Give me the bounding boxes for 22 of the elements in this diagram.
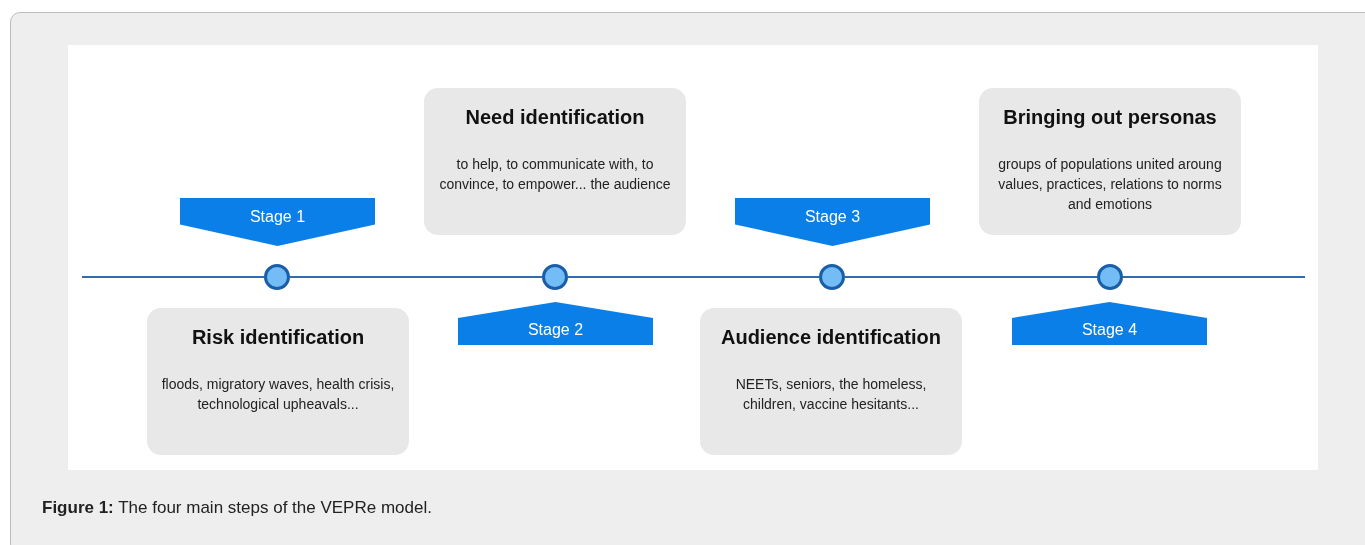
timeline-line [567, 276, 820, 278]
timeline-line [844, 276, 1098, 278]
card-heading: Risk identification [190, 326, 366, 349]
timeline-line [1122, 276, 1306, 278]
down-pointing-tag [180, 198, 375, 246]
up-pointing-tag [1012, 302, 1207, 345]
card-heading: Audience identification [720, 326, 942, 349]
stage-label: Stage 2 [526, 320, 585, 339]
card-description: groups of populations united aroung values, practices, relations to norms and emotions [997, 155, 1223, 214]
stage-label: Stage 1 [248, 208, 307, 226]
timeline-line [81, 276, 265, 278]
stage-label: Stage 3 [803, 208, 862, 226]
figure-caption: Figure 1: The four main steps of the VEPRe model. [42, 498, 432, 518]
card-description: to help, to communicate with, to convince, to empower... the audience [438, 155, 672, 194]
card-heading: Need identification [464, 106, 646, 129]
up-pointing-tag [458, 302, 653, 345]
stage-label: Stage 4 [1080, 320, 1139, 339]
card-description: floods, migratory waves, health crisis, technological upheavals... [160, 375, 396, 414]
down-pointing-tag [735, 198, 930, 246]
card-description: NEETs, seniors, the homeless, children, vaccine hesitants... [734, 375, 928, 414]
timeline-line [289, 276, 543, 278]
card-heading: Bringing out personas [1002, 106, 1218, 129]
